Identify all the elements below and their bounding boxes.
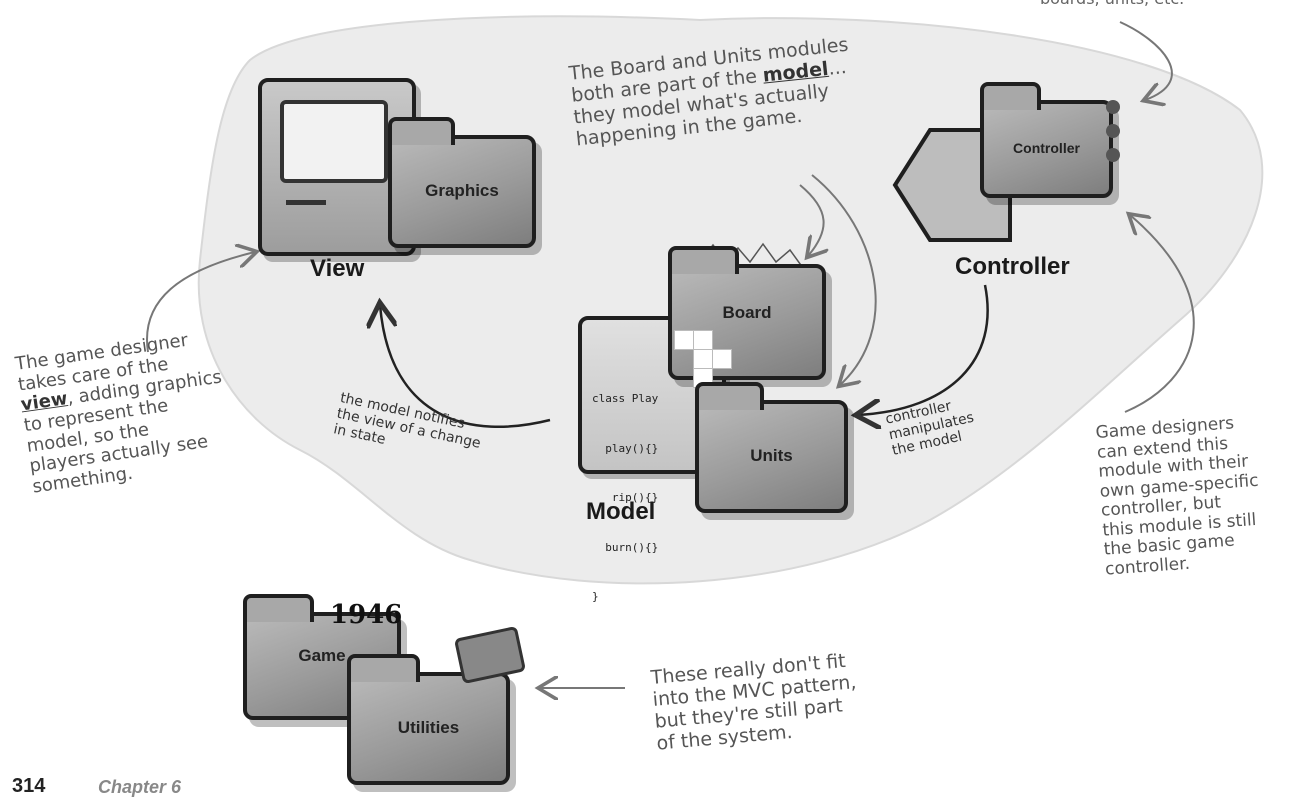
units-folder-label: Units <box>699 446 844 466</box>
extend-note-arrow <box>1125 215 1194 412</box>
page-number: 314 <box>12 775 45 798</box>
controller-folder: Controller <box>980 100 1113 198</box>
block-piece-icon <box>674 330 734 390</box>
top-right-note: boards, units, etc. <box>1040 0 1184 8</box>
computer-screen <box>280 100 388 183</box>
computer-slot <box>286 200 326 205</box>
misc-note: These really don't fit into the MVC patt… <box>650 650 861 755</box>
model-label: Model <box>586 498 655 526</box>
chapter-label: Chapter 6 <box>98 777 181 798</box>
top-note-arrow <box>1120 22 1172 100</box>
extend-note: Game designers can extend this module wi… <box>1095 413 1265 580</box>
graphics-folder: Graphics <box>388 135 536 248</box>
game-year: 1946 <box>330 600 402 630</box>
units-folder: Units <box>695 400 848 513</box>
controller-folder-label: Controller <box>984 140 1109 156</box>
traffic-light-icon <box>1106 100 1122 180</box>
graphics-folder-label: Graphics <box>392 181 532 201</box>
controller-label: Controller <box>955 253 1070 281</box>
utilities-folder-label: Utilities <box>351 718 506 738</box>
view-note: The game designer takes care of the view… <box>14 327 235 499</box>
view-label: View <box>310 255 364 283</box>
board-folder-label: Board <box>672 303 822 323</box>
utilities-folder: Utilities <box>347 672 510 785</box>
